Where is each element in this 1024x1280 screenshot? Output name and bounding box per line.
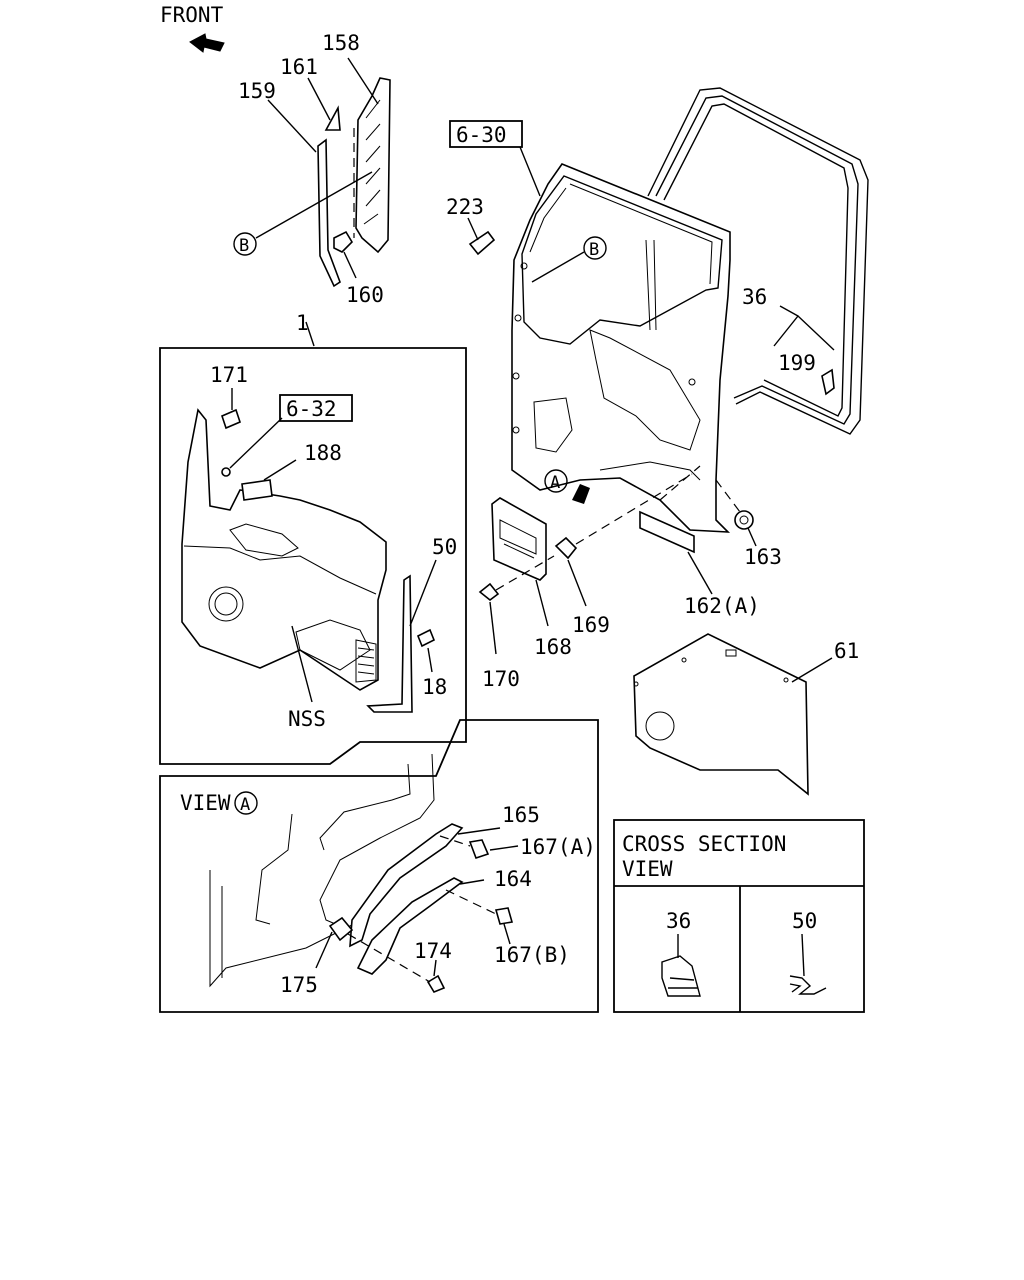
callout-175: 175 (280, 973, 318, 997)
view-a-arrow-icon (572, 484, 590, 504)
part-161-cover (324, 105, 341, 131)
view-a-prefix: VIEW (180, 791, 231, 815)
callout-199: 199 (778, 351, 816, 375)
callout-174: 174 (414, 939, 452, 963)
view-a-circle (234, 791, 258, 815)
ref-6-30-text: 6-30 (456, 123, 507, 147)
part-199-clip (821, 368, 835, 396)
callout-171: 171 (210, 363, 248, 387)
circle-ref-a-text: A (550, 473, 560, 493)
part-162a-plate (639, 510, 695, 554)
part-164-rail (356, 877, 464, 975)
view-a-door-lower (209, 753, 514, 993)
callout-1: 1 (296, 311, 309, 335)
part-158-pillar-panel (355, 77, 391, 254)
part-223-bushing (468, 230, 496, 256)
part-174-screw (426, 974, 446, 993)
callout-50: 50 (432, 535, 457, 559)
callout-167b: 167(B) (494, 943, 570, 967)
part-50-strip (366, 574, 413, 713)
part-188-clip (241, 479, 273, 501)
callout-170: 170 (482, 667, 520, 691)
part-167a-bolt (468, 839, 490, 860)
callout-160: 160 (346, 283, 384, 307)
part-61-water-shield (633, 633, 809, 796)
callout-61: 61 (834, 639, 859, 663)
part-159-weatherstrip (317, 138, 341, 288)
trim-assembly-box (159, 347, 467, 765)
door-trim-panel (181, 408, 387, 691)
part-175-clip (328, 916, 354, 942)
callout-169: 169 (572, 613, 610, 637)
callout-167a: 167(A) (520, 835, 596, 859)
door-inner-panel (449, 120, 731, 533)
ref-box-6-30 (449, 120, 523, 148)
section-50-profile (789, 975, 827, 995)
part-171-cap (221, 408, 241, 430)
callout-159: 159 (238, 79, 276, 103)
callout-nss: NSS (288, 707, 326, 731)
callout-168: 168 (534, 635, 572, 659)
part-163-grommet (734, 510, 754, 530)
part-170-screw (478, 582, 500, 602)
circle-ref-b-left (233, 232, 257, 256)
section-36-profile (661, 955, 701, 997)
callout-162a: 162(A) (684, 594, 760, 618)
callout-163: 163 (744, 545, 782, 569)
part-18-clip (416, 628, 436, 648)
callout-158: 158 (322, 31, 360, 55)
cross-section-box (613, 819, 865, 1013)
cross-section-label-50: 50 (792, 909, 817, 933)
cross-section-label-36: 36 (666, 909, 691, 933)
callout-165: 165 (502, 803, 540, 827)
circle-ref-b-left-text: B (239, 236, 249, 256)
part-168-bracket (491, 497, 547, 581)
circle-ref-b-right (583, 236, 607, 260)
part-167b-bolt (494, 907, 514, 925)
callout-18: 18 (422, 675, 447, 699)
circle-ref-b-right-text: B (589, 240, 599, 260)
callout-36: 36 (742, 285, 767, 309)
callout-188: 188 (304, 441, 342, 465)
part-165-rail (349, 823, 464, 948)
view-a-ref: A (240, 795, 250, 815)
cross-section-title-1: CROSS SECTION (622, 832, 786, 856)
front-label: FRONT (160, 3, 224, 27)
ref-box-6-32 (279, 394, 353, 422)
part-160-clip (333, 230, 354, 253)
callout-223: 223 (446, 195, 484, 219)
part-36-weatherstrip (645, 87, 869, 435)
pillar-trim-group (255, 57, 391, 288)
circle-ref-a (544, 469, 568, 493)
view-a-box (159, 719, 599, 1013)
part-169-fastener (554, 536, 578, 560)
callout-161: 161 (280, 55, 318, 79)
cross-section-title-2: VIEW (622, 857, 673, 881)
ref-6-32-text: 6-32 (286, 397, 337, 421)
callout-164: 164 (494, 867, 532, 891)
front-arrow-icon (189, 33, 225, 53)
